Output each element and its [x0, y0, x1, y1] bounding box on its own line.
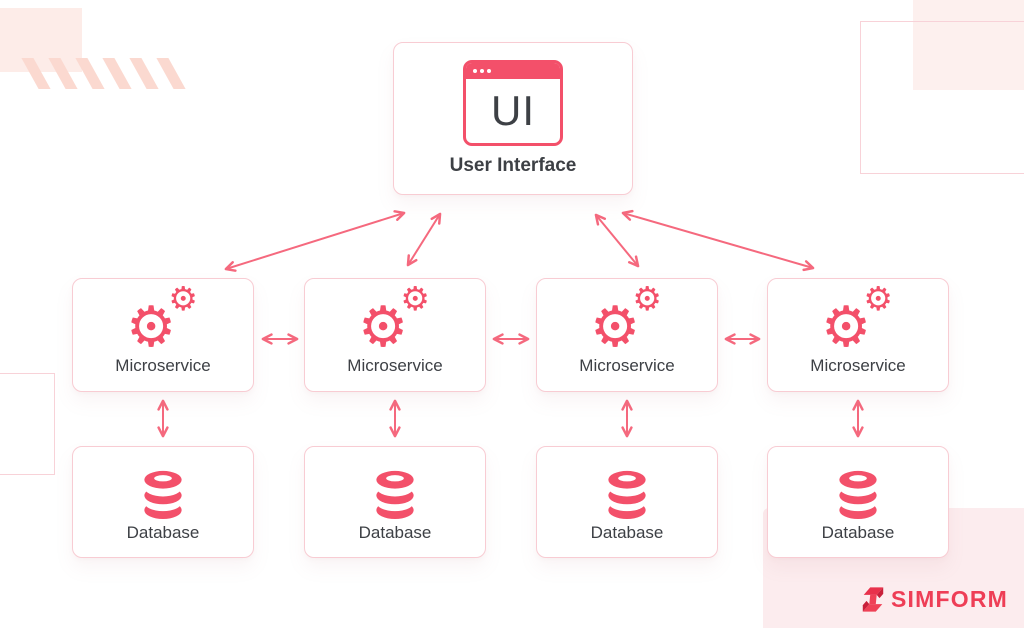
database-node-1: Database — [72, 446, 254, 558]
microservice-node-4: ⚙ ⚙ Microservice — [767, 278, 949, 392]
database-node-4: Database — [767, 446, 949, 558]
database-node-3: Database — [536, 446, 718, 558]
gears-icon: ⚙ ⚙ — [124, 282, 202, 356]
decor-stripe — [156, 58, 186, 89]
user-interface-node: UI User Interface — [393, 42, 633, 195]
microservice-label: Microservice — [347, 356, 443, 375]
microservice-label: Microservice — [810, 356, 906, 375]
window-dot-icon — [473, 69, 477, 73]
gear-large-icon: ⚙ — [821, 295, 872, 360]
gears-icon: ⚙ ⚙ — [588, 282, 666, 356]
decor-outline-rect-top-right — [860, 21, 1024, 174]
decor-stripe — [102, 58, 132, 89]
browser-window-icon: UI — [463, 60, 563, 146]
gear-small-icon: ⚙ — [168, 279, 198, 318]
database-icon — [376, 470, 414, 520]
database-label: Database — [821, 523, 895, 542]
window-dot-icon — [480, 69, 484, 73]
simform-s-mark-icon — [862, 587, 884, 612]
database-label: Database — [358, 523, 432, 542]
gear-small-icon: ⚙ — [632, 279, 662, 318]
ui-icon-text: UI — [491, 87, 535, 134]
arrow-ui-ms4 — [621, 209, 815, 272]
arrow-ui-ms1 — [224, 210, 406, 272]
browser-window-titlebar — [466, 63, 560, 79]
database-label: Database — [126, 523, 200, 542]
window-dot-icon — [487, 69, 491, 73]
database-node-2: Database — [304, 446, 486, 558]
microservice-node-1: ⚙ ⚙ Microservice — [72, 278, 254, 392]
decor-stripe — [129, 58, 159, 89]
ui-node-label: User Interface — [449, 155, 577, 176]
database-icon — [608, 470, 646, 520]
gears-icon: ⚙ ⚙ — [819, 282, 897, 356]
database-label: Database — [590, 523, 664, 542]
database-icon — [839, 470, 877, 520]
database-icon — [144, 470, 182, 520]
arrow-ui-ms2 — [406, 212, 442, 267]
decor-outline-rect-left — [0, 373, 55, 475]
gear-large-icon: ⚙ — [126, 295, 177, 360]
simform-logo: SIMFORM — [860, 585, 1008, 614]
microservice-node-2: ⚙ ⚙ Microservice — [304, 278, 486, 392]
microservice-node-3: ⚙ ⚙ Microservice — [536, 278, 718, 392]
arrow-ui-ms3 — [594, 213, 640, 268]
gears-icon: ⚙ ⚙ — [356, 282, 434, 356]
gear-small-icon: ⚙ — [863, 279, 893, 318]
microservice-label: Microservice — [579, 356, 675, 375]
decor-stripe — [75, 58, 105, 89]
microservice-label: Microservice — [115, 356, 211, 375]
decor-square-top-left — [0, 8, 82, 72]
gear-large-icon: ⚙ — [590, 295, 641, 360]
decor-rect-top-right — [913, 0, 1024, 90]
gear-large-icon: ⚙ — [358, 295, 409, 360]
simform-logo-text: SIMFORM — [891, 586, 1008, 612]
gear-small-icon: ⚙ — [400, 279, 430, 318]
